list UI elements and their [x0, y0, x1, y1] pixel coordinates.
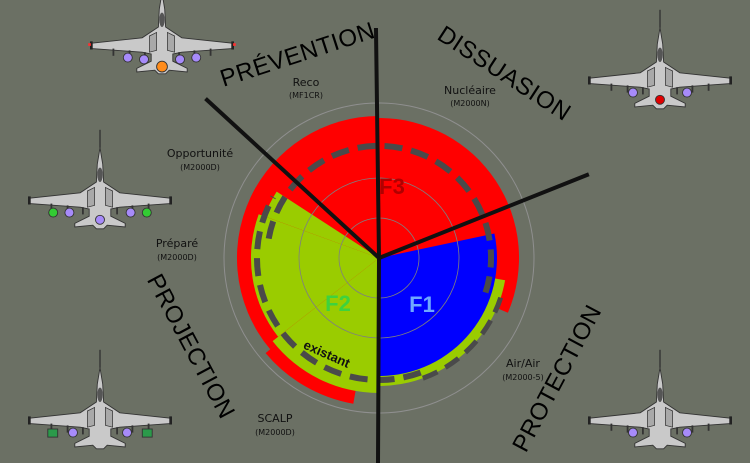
- missile-pod-icon: [139, 54, 149, 65]
- wedge-protection-f1: [379, 233, 497, 376]
- capability-reco-ref: (MF1CR): [289, 91, 323, 100]
- wedge-projection-scalp-f2: [272, 258, 379, 393]
- capability-airair-ref: (M2000-5): [502, 373, 543, 382]
- mission-dividers: [204, 27, 590, 463]
- wingtip-light-icon: [233, 43, 236, 46]
- capability-scalp-name: SCALP: [258, 412, 293, 425]
- capability-nucleaire-ref: (M2000N): [450, 99, 490, 108]
- capability-opportunite-name: Opportunité: [167, 147, 234, 160]
- standard-f1-label: F1: [409, 292, 435, 317]
- green-pod-icon: [47, 428, 59, 438]
- missile-pod-icon: [68, 427, 78, 438]
- capability-nucleaire-name: Nucléaire: [444, 84, 496, 97]
- standard-f2-label: F2: [325, 291, 351, 316]
- missile-pod-icon: [175, 54, 185, 65]
- mission-divider-line: [376, 172, 590, 261]
- green-pod-icon: [48, 207, 59, 218]
- capability-airair-name: Air/Air: [506, 357, 540, 370]
- missile-pod-icon: [125, 207, 136, 218]
- red-pod-icon: [655, 94, 665, 105]
- wedge-projection-prepare-f2: [250, 214, 379, 337]
- green-pod-icon: [141, 207, 152, 218]
- missile-pod-icon: [628, 87, 638, 98]
- missile-pod-icon: [191, 52, 202, 63]
- wingtip-light-icon: [88, 43, 91, 46]
- standard-f3-label: F3: [379, 174, 405, 199]
- missile-pod-icon: [95, 214, 105, 225]
- capability-labels: Reco (MF1CR) Nucléaire (M2000N) Opportun…: [156, 76, 544, 437]
- capability-scalp-ref: (M2000D): [255, 428, 295, 437]
- capability-reco-name: Reco: [293, 76, 320, 89]
- missile-pod-icon: [682, 427, 692, 438]
- missile-pod-icon: [628, 427, 638, 438]
- missile-pod-icon: [682, 87, 692, 98]
- missile-pod-icon: [64, 207, 75, 218]
- missile-pod-icon: [122, 52, 133, 63]
- wedge-projection-opportunite-f2: [264, 191, 379, 258]
- capability-prepare-name: Préparé: [156, 237, 198, 250]
- aircraft-top-left: [88, 0, 236, 75]
- missile-pod-icon: [122, 427, 132, 438]
- mission-divider-line: [373, 27, 382, 261]
- capability-opportunite-ref: (M2000D): [180, 163, 220, 172]
- aircraft-top-right: [587, 9, 733, 110]
- mission-divider-line: [375, 255, 382, 463]
- existing-dash-upper: [265, 142, 495, 294]
- mission-divider-line: [204, 97, 382, 261]
- aircraft-mid-left: [27, 129, 173, 230]
- aircraft-bottom-left: [27, 349, 173, 450]
- aircraft-bottom-right: [587, 349, 733, 450]
- existing-dash-right: [421, 296, 504, 381]
- orange-pod-icon: [156, 60, 168, 73]
- green-pod-icon: [141, 428, 153, 438]
- capability-prepare-ref: (M2000D): [157, 253, 197, 262]
